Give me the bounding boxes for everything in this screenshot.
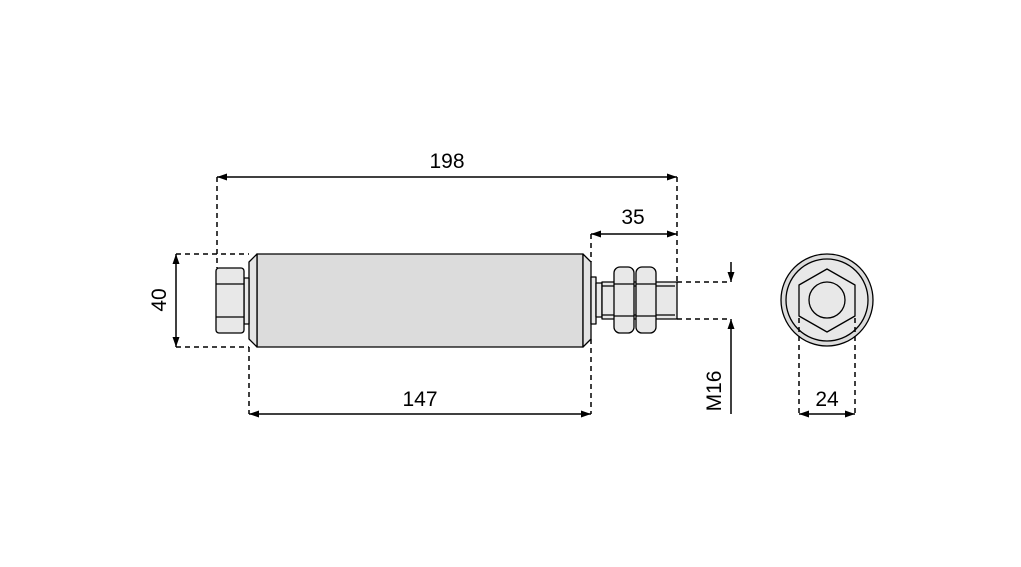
dimension-label: 24 bbox=[815, 388, 839, 411]
dimension-label: 198 bbox=[429, 150, 464, 173]
dimension-40: 40 bbox=[148, 253, 249, 348]
cylinder-body bbox=[256, 253, 584, 348]
dimension-m16: M16 bbox=[677, 262, 735, 414]
side-view bbox=[215, 253, 678, 348]
dimension-label: 40 bbox=[148, 288, 171, 311]
dimension-24: 24 bbox=[798, 318, 856, 418]
jam-nut-2 bbox=[635, 266, 657, 334]
right-shoulder bbox=[595, 282, 603, 318]
right-collar bbox=[590, 276, 597, 325]
dimension-label: 147 bbox=[402, 388, 437, 411]
end-view bbox=[780, 253, 874, 347]
dimension-198: 198 bbox=[216, 150, 678, 282]
right-chamfer bbox=[582, 253, 592, 348]
jam-nut-1 bbox=[613, 266, 635, 334]
left-washer bbox=[243, 277, 250, 325]
stud-circle bbox=[808, 281, 846, 319]
left-chamfer bbox=[248, 253, 258, 348]
dimension-147: 147 bbox=[248, 339, 592, 418]
dimension-label: M16 bbox=[703, 371, 726, 412]
dimension-label: 35 bbox=[621, 206, 644, 229]
dimension-35: 35 bbox=[590, 206, 677, 262]
left-hex-nut bbox=[215, 267, 245, 334]
